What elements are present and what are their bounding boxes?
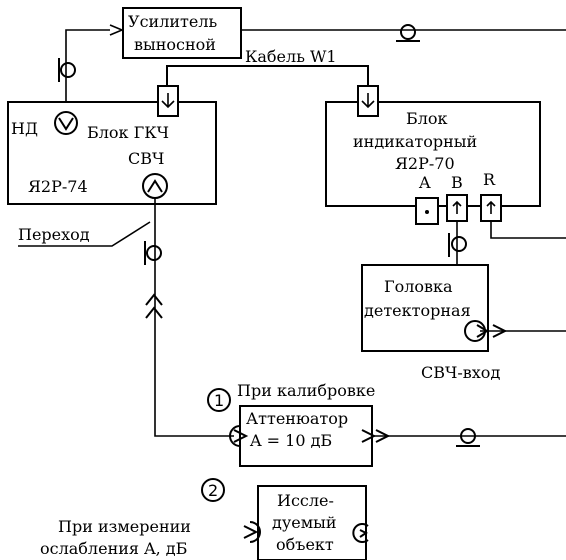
measurement-caption-1: При измерении xyxy=(58,517,191,536)
object-input-icon xyxy=(243,521,261,543)
svch-line-connector-icon xyxy=(144,241,162,265)
nd-port-icon xyxy=(54,111,78,135)
amp-input-connector-icon xyxy=(58,58,76,82)
amplifier-box xyxy=(122,7,242,59)
port-b-connector xyxy=(446,194,468,222)
amp-input-arrow xyxy=(109,24,125,36)
detector-input-label: СВЧ-вход xyxy=(421,363,500,382)
object-label-3: объект xyxy=(276,535,334,554)
object-label-1: Иссле- xyxy=(277,491,334,510)
port-a-label: A xyxy=(418,173,431,192)
port-r-line xyxy=(490,221,566,239)
calibration-number-circle xyxy=(207,388,231,412)
port-r-connector xyxy=(480,194,502,222)
detector-label-1: Головка xyxy=(384,277,453,296)
generator-svch-label: СВЧ xyxy=(128,149,164,168)
detector-label-2: детекторная xyxy=(364,301,471,320)
generator-cable-connector xyxy=(157,85,179,117)
attenuator-input-icon xyxy=(229,425,249,447)
amplifier-label-1: Усилитель xyxy=(128,12,218,31)
object-label-2: дуемый xyxy=(272,513,337,532)
generator-name-label: Блок ГКЧ xyxy=(87,123,169,142)
object-box xyxy=(257,485,367,560)
gen-to-amp-line xyxy=(65,29,110,118)
indicator-label-1: Блок xyxy=(406,109,448,128)
generator-box xyxy=(7,101,217,205)
amplifier-label-2: выносной xyxy=(134,35,216,54)
transition-label: Переход xyxy=(18,225,90,244)
generator-nd-label: НД xyxy=(11,119,38,138)
measurement-number: 2 xyxy=(208,481,218,500)
attenuator-label-1: Аттенюатор xyxy=(246,409,348,428)
object-output-icon xyxy=(352,523,369,543)
transition-leader xyxy=(18,221,151,247)
port-b-label: B xyxy=(451,173,463,192)
detector-input-arrow xyxy=(492,324,508,338)
measurement-caption-2: ослабления A, дБ xyxy=(40,539,187,558)
port-r-label: R xyxy=(483,170,496,189)
calibration-number: 1 xyxy=(214,391,224,410)
port-b-line-connector-icon xyxy=(448,233,467,257)
port-a-connector xyxy=(415,197,439,225)
indicator-label-3: Я2Р-70 xyxy=(395,154,455,173)
cable-w1-line xyxy=(166,65,369,90)
indicator-cable-connector xyxy=(357,85,379,117)
cable-w1-label: Кабель W1 xyxy=(245,47,337,66)
attenuator-label-2: A = 10 дБ xyxy=(249,431,332,450)
attenuator-output-connector-icon xyxy=(456,428,480,447)
attenuator-box xyxy=(239,405,373,467)
generator-model-label: Я2Р-74 xyxy=(28,177,88,196)
calibration-caption: При калибровке xyxy=(237,381,375,400)
indicator-label-2: индикаторный xyxy=(353,132,477,151)
amp-output-connector-icon xyxy=(396,24,420,42)
measurement-number-circle xyxy=(201,478,225,502)
gen-svch-line xyxy=(154,198,234,437)
indicator-box xyxy=(325,101,541,207)
adapter-chevrons-icon xyxy=(145,293,163,319)
